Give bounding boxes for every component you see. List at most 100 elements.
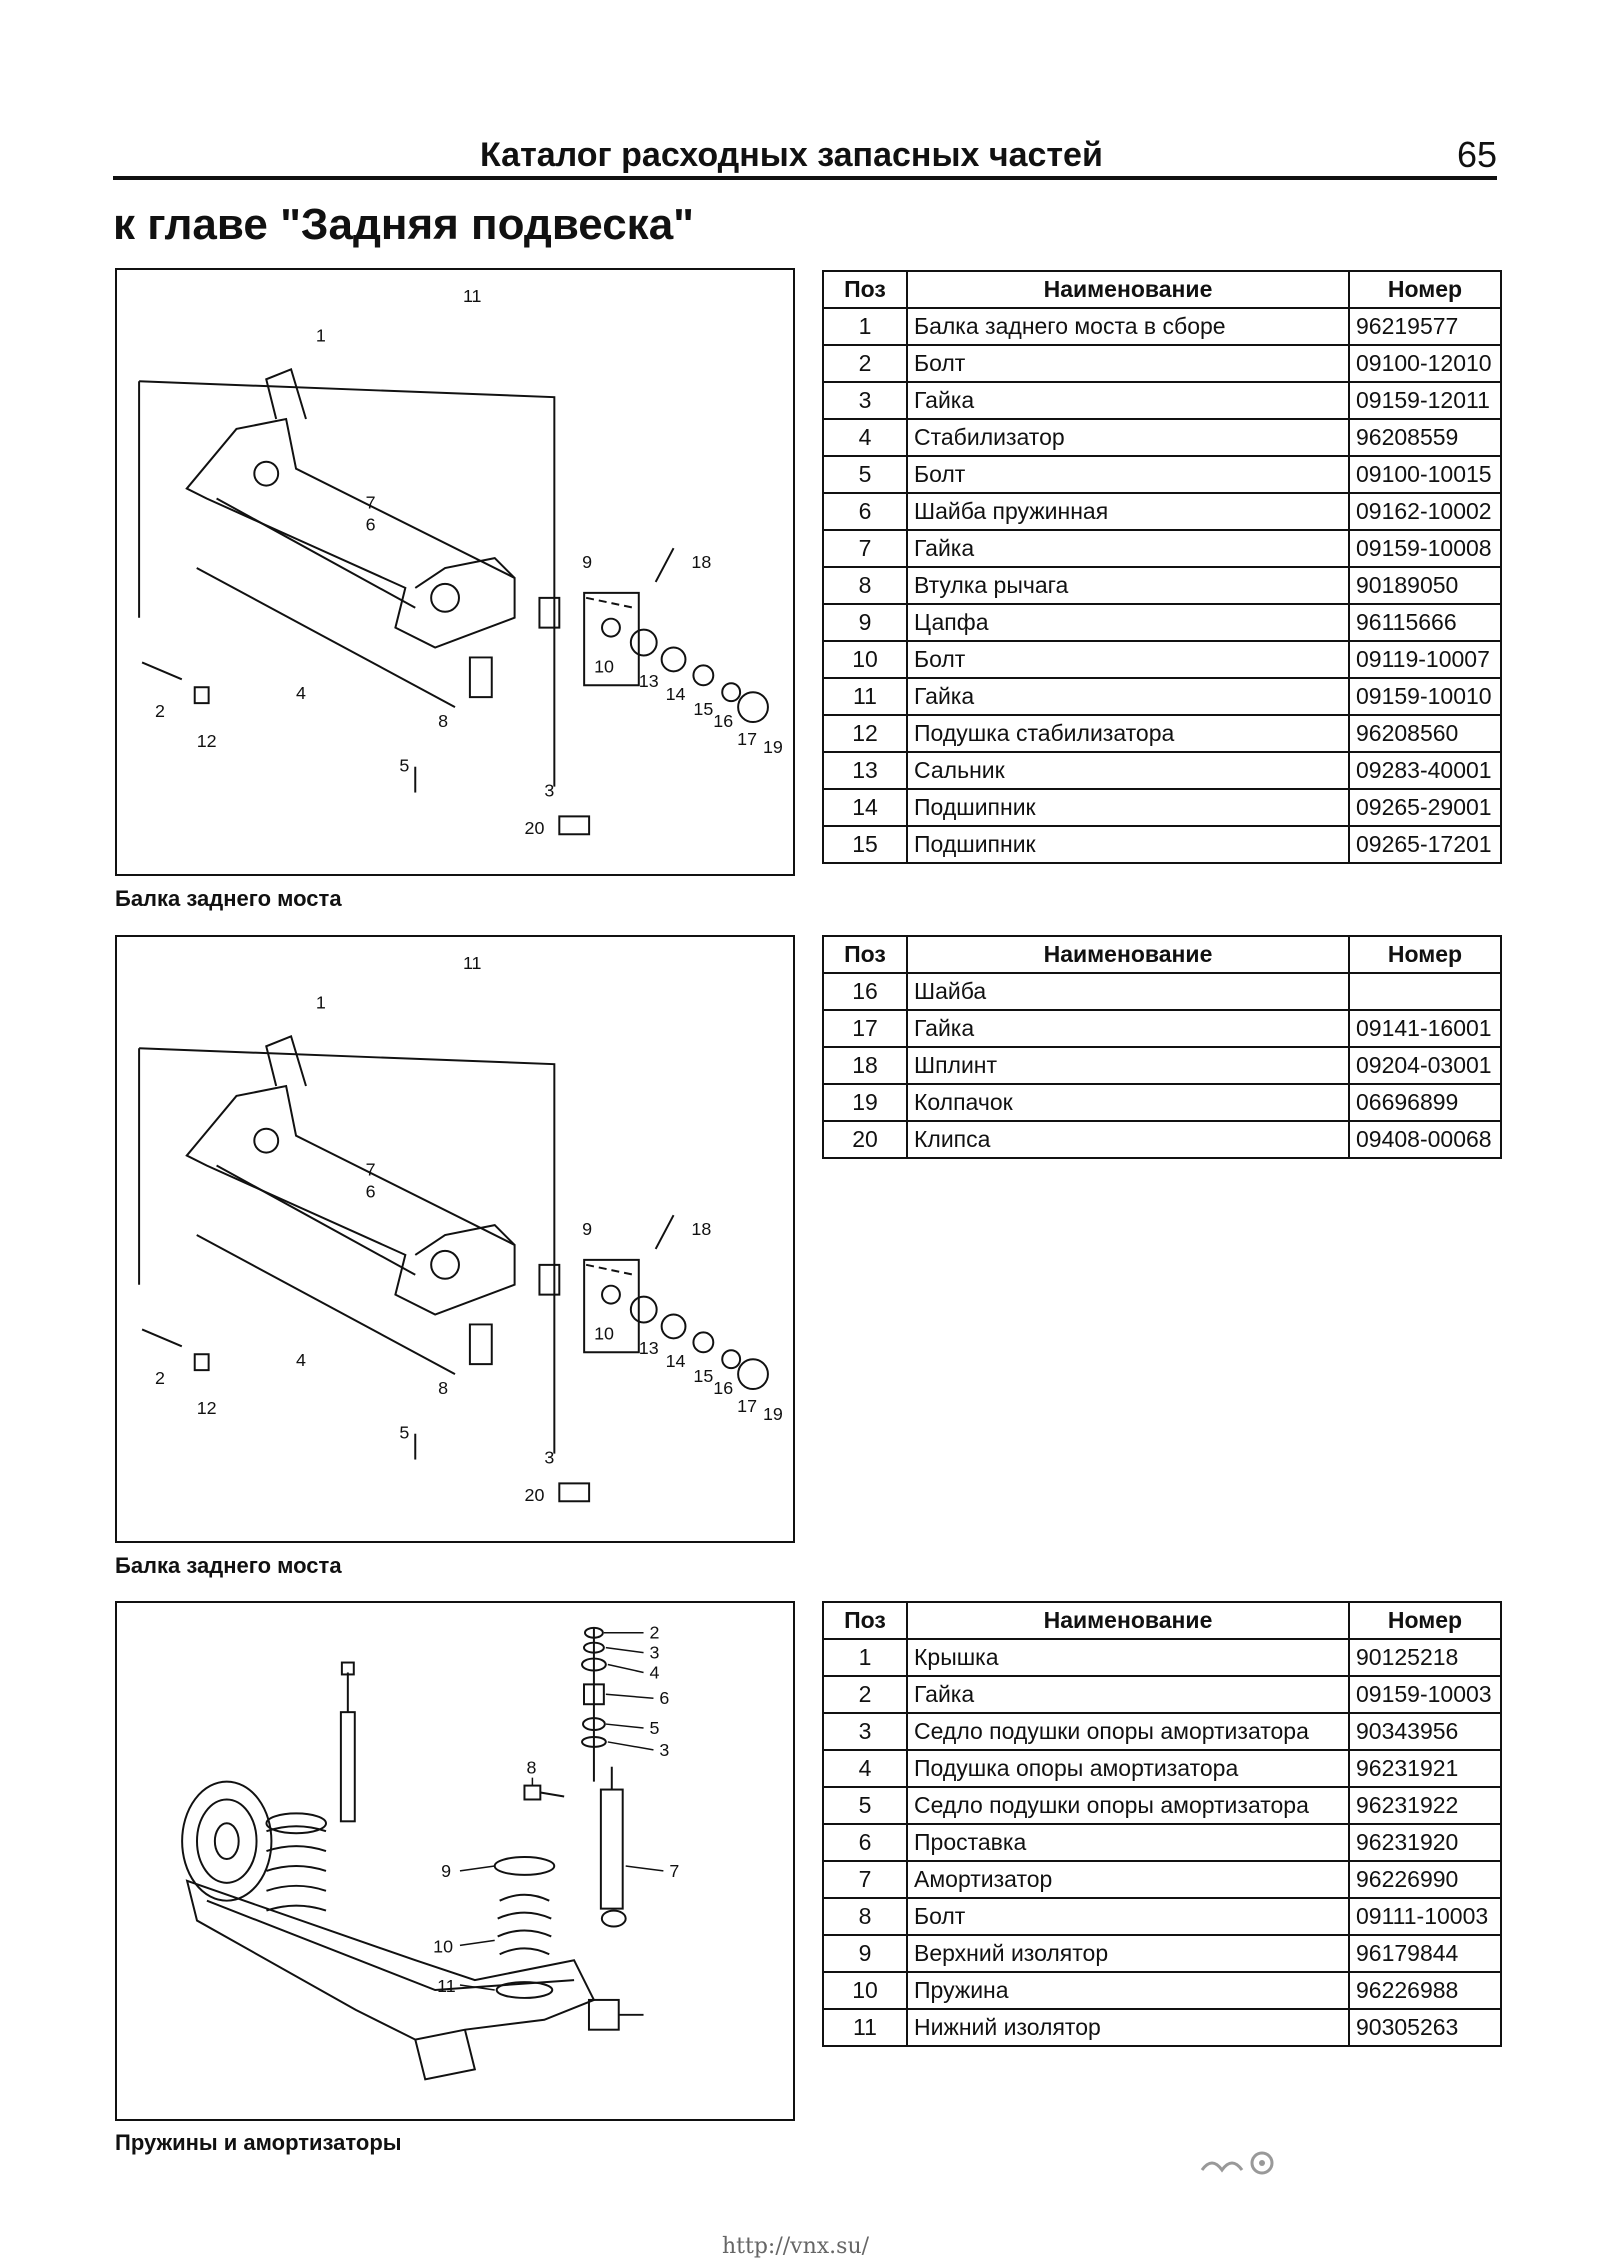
cell-name: Седло подушки опоры амортизатора bbox=[906, 1712, 1350, 1751]
callout-label: 9 bbox=[582, 1219, 592, 1239]
callout-label: 20 bbox=[525, 1485, 545, 1505]
cell-number: 06696899 bbox=[1348, 1083, 1502, 1122]
cell-name: Амортизатор bbox=[906, 1860, 1350, 1899]
cell-name: Подшипник bbox=[906, 825, 1350, 864]
callout-label: 4 bbox=[296, 683, 306, 703]
callout-label: 17 bbox=[737, 729, 757, 749]
callout-label: 7 bbox=[366, 492, 376, 512]
callout-label: 10 bbox=[433, 1936, 453, 1956]
cell-pos: 20 bbox=[822, 1120, 908, 1159]
callout-label: 10 bbox=[594, 1323, 614, 1343]
cell-name: Подшипник bbox=[906, 788, 1350, 827]
callout-label: 18 bbox=[691, 552, 711, 572]
cell-pos: 3 bbox=[822, 1712, 908, 1751]
cell-pos: 2 bbox=[822, 1675, 908, 1714]
cell-number: 96219577 bbox=[1348, 307, 1502, 346]
cell-pos: 10 bbox=[822, 1971, 908, 2010]
cell-number: 96231920 bbox=[1348, 1823, 1502, 1862]
callout-label: 7 bbox=[669, 1861, 679, 1881]
cell-pos: 16 bbox=[822, 972, 908, 1011]
cell-number: 96208560 bbox=[1348, 714, 1502, 753]
cell-name: Гайка bbox=[906, 1675, 1350, 1714]
callout-label: 3 bbox=[649, 1643, 659, 1663]
cell-name: Верхний изолятор bbox=[906, 1934, 1350, 1973]
cell-number: 96226988 bbox=[1348, 1971, 1502, 2010]
cell-pos: 19 bbox=[822, 1083, 908, 1122]
chapter-title: к главе "Задняя подвеска" bbox=[113, 200, 695, 249]
callout-label: 14 bbox=[666, 1351, 686, 1371]
column-header-pos: Поз bbox=[822, 1601, 908, 1640]
cell-number: 90125218 bbox=[1348, 1638, 1502, 1677]
cell-name: Подушка стабилизатора bbox=[906, 714, 1350, 753]
cell-pos: 12 bbox=[822, 714, 908, 753]
cell-number: 90305263 bbox=[1348, 2008, 1502, 2047]
cell-number bbox=[1348, 972, 1502, 1011]
cell-pos: 8 bbox=[822, 566, 908, 605]
cell-number: 96115666 bbox=[1348, 603, 1502, 642]
cell-pos: 6 bbox=[822, 1823, 908, 1862]
callout-label: 13 bbox=[639, 671, 659, 691]
column-header-name: Наименование bbox=[906, 270, 1350, 309]
cell-name: Болт bbox=[906, 640, 1350, 679]
cell-number: 96208559 bbox=[1348, 418, 1502, 457]
cell-pos: 1 bbox=[822, 1638, 908, 1677]
cell-number: 90343956 bbox=[1348, 1712, 1502, 1751]
cell-name: Цапфа bbox=[906, 603, 1350, 642]
callout-label: 5 bbox=[649, 1718, 659, 1738]
cell-name: Стабилизатор bbox=[906, 418, 1350, 457]
cell-name: Шайба bbox=[906, 972, 1350, 1011]
callout-label: 15 bbox=[693, 1366, 713, 1386]
cell-number: 09408-00068 bbox=[1348, 1120, 1502, 1159]
callout-label: 5 bbox=[399, 1423, 409, 1443]
column-header-name: Наименование bbox=[906, 1601, 1350, 1640]
callout-label: 7 bbox=[366, 1159, 376, 1179]
callout-label: 11 bbox=[437, 1976, 456, 1996]
cell-number: 09159-12011 bbox=[1348, 381, 1502, 420]
cell-pos: 5 bbox=[822, 1786, 908, 1825]
cell-pos: 11 bbox=[822, 677, 908, 716]
cell-pos: 5 bbox=[822, 455, 908, 494]
cell-pos: 3 bbox=[822, 381, 908, 420]
cell-number: 09100-10015 bbox=[1348, 455, 1502, 494]
cell-name: Шайба пружинная bbox=[906, 492, 1350, 531]
callout-label: 18 bbox=[691, 1219, 711, 1239]
springs-and-shocks-drawing: 2 3 4 6 5 3 8 7 9 10 11 bbox=[181, 1623, 679, 2081]
callout-label: 3 bbox=[659, 1740, 669, 1760]
callout-label: 11 bbox=[463, 953, 482, 973]
callout-label: 6 bbox=[366, 514, 376, 534]
springs-and-shocks-diagram: 2 3 4 6 5 3 8 7 9 10 11 bbox=[115, 1601, 795, 2121]
column-header-name: Наименование bbox=[906, 935, 1350, 974]
cell-pos: 15 bbox=[822, 825, 908, 864]
callout-label: 3 bbox=[544, 781, 554, 801]
callout-label: 14 bbox=[666, 684, 686, 704]
cell-pos: 1 bbox=[822, 307, 908, 346]
callout-label: 8 bbox=[438, 711, 448, 731]
cell-number: 09159-10003 bbox=[1348, 1675, 1502, 1714]
cell-name: Проставка bbox=[906, 1823, 1350, 1862]
callout-label: 19 bbox=[763, 1404, 783, 1424]
cell-name: Нижний изолятор bbox=[906, 2008, 1350, 2047]
site-logo-icon bbox=[1200, 2148, 1290, 2183]
cell-number: 96231921 bbox=[1348, 1749, 1502, 1788]
cell-number: 09141-16001 bbox=[1348, 1009, 1502, 1048]
cell-pos: 7 bbox=[822, 1860, 908, 1899]
